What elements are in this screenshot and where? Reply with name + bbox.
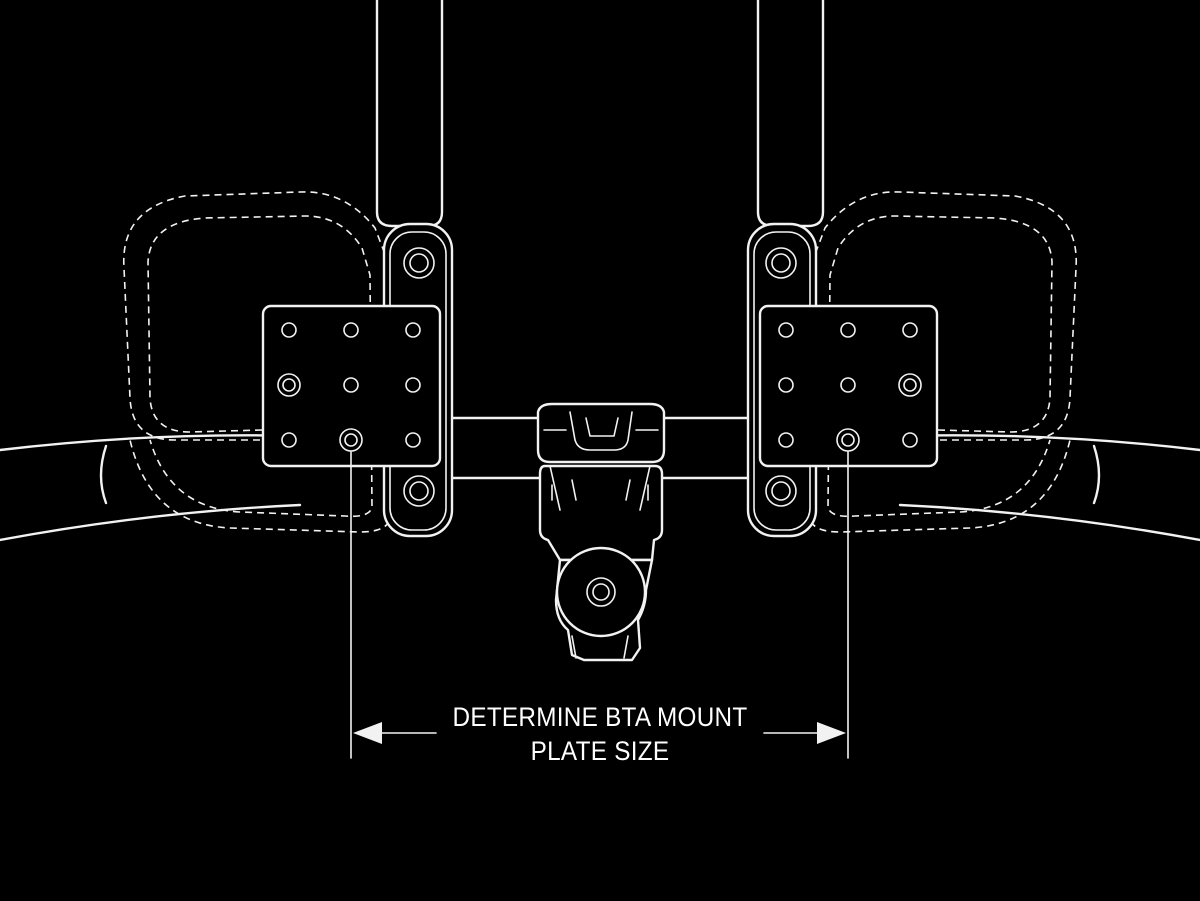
arrow-left-icon xyxy=(353,722,382,744)
mount-plate-left xyxy=(261,304,442,468)
caption-line-1: DETERMINE BTA MOUNT xyxy=(452,702,748,732)
handlebar-drops xyxy=(0,434,1200,542)
caption-line-2: PLATE SIZE xyxy=(530,736,670,766)
extension-tubes xyxy=(375,0,825,228)
stem xyxy=(536,402,666,662)
aerobar-outline-left xyxy=(123,191,391,533)
mount-plate-right xyxy=(758,304,939,468)
arrow-right-icon xyxy=(817,722,846,744)
dimension-caption: DETERMINE BTA MOUNT PLATE SIZE xyxy=(420,700,780,768)
dimension-lines xyxy=(350,451,849,759)
aerobar-outline-right xyxy=(809,191,1077,533)
